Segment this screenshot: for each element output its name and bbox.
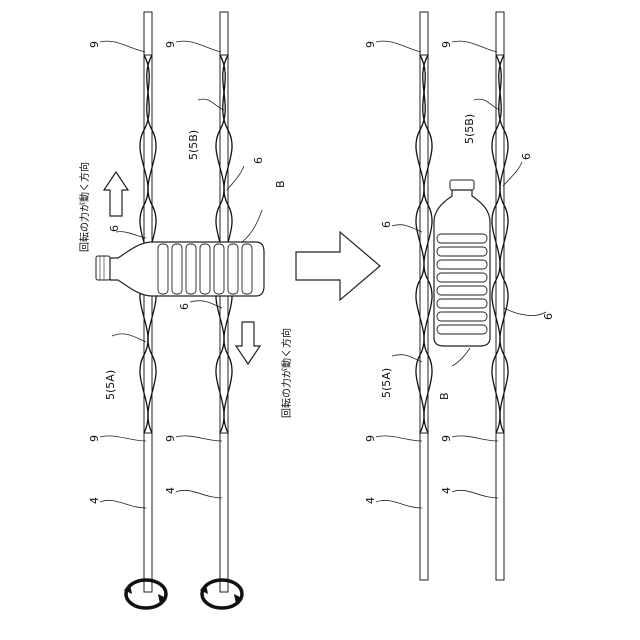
label-9-a: 9 — [88, 41, 101, 48]
bottle-cap — [96, 256, 110, 280]
label-6-a: 6 — [252, 157, 265, 164]
label-B-b: B — [438, 392, 451, 400]
label-5-5b: 5(5B) — [187, 130, 200, 160]
label-5-5a: 5(5A) — [104, 370, 117, 400]
label-4-a: 4 — [88, 497, 101, 504]
label-6-b: 6 — [108, 225, 121, 232]
label-6-d: 6 — [520, 153, 533, 160]
down-arrow — [236, 322, 260, 364]
transition-arrow — [296, 232, 380, 300]
up-arrow — [104, 172, 128, 216]
label-6-f: 6 — [542, 313, 555, 320]
label-5-5a-r: 5(5A) — [380, 368, 393, 398]
shaft-rod — [144, 12, 152, 592]
label-9-b: 9 — [164, 41, 177, 48]
bottle-horizontal — [96, 242, 264, 296]
bottle-body — [434, 190, 490, 346]
rod-5a-right — [416, 12, 432, 580]
force-direction-top: 回転の力が動く方向 — [78, 162, 91, 252]
label-4-d: 4 — [440, 487, 453, 494]
label-9-c: 9 — [88, 435, 101, 442]
label-4-c: 4 — [364, 497, 377, 504]
label-9-g: 9 — [364, 435, 377, 442]
label-6-e: 6 — [380, 221, 393, 228]
label-5-5b-r: 5(5B) — [463, 114, 476, 144]
label-9-f: 9 — [440, 41, 453, 48]
label-9-e: 9 — [364, 41, 377, 48]
rod-5b-right — [492, 12, 508, 580]
right-panel: 9 9 5(5B) 6 6 6 5(5A) B 9 9 4 4 — [364, 12, 555, 580]
shaft-rod — [220, 12, 228, 592]
force-direction-bottom: 回転の力が動く方向 — [280, 328, 293, 418]
label-9-d: 9 — [164, 435, 177, 442]
label-B-a: B — [274, 180, 287, 188]
label-4-b: 4 — [164, 487, 177, 494]
bottle-vertical — [434, 180, 490, 346]
rod-5b-left — [216, 12, 232, 592]
left-panel: 9 9 5(5B) 6 B 6 6 5(5A) 9 9 4 4 回転の力が動く方… — [78, 12, 293, 608]
rod-5a-left — [140, 12, 156, 592]
bottle-body — [110, 242, 264, 296]
label-6-c: 6 — [178, 303, 191, 310]
label-9-h: 9 — [440, 435, 453, 442]
bottle-cap — [450, 180, 474, 190]
